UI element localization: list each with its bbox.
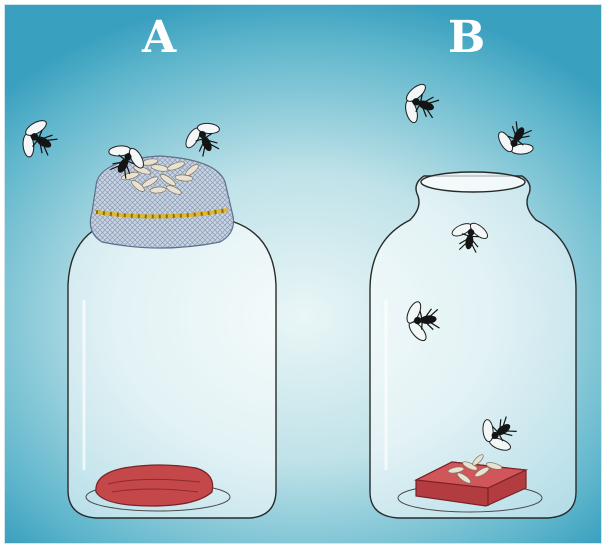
fly-icon: [177, 114, 229, 161]
fly-icon: [490, 116, 543, 165]
jar-a-label: A: [142, 12, 177, 63]
meat-a: [96, 465, 213, 506]
fly-icon: [396, 77, 443, 130]
jar-b-mouth: [421, 172, 525, 192]
fly-icon: [11, 112, 63, 167]
jar-a: [68, 156, 276, 518]
jar-b-label: B: [448, 12, 486, 63]
